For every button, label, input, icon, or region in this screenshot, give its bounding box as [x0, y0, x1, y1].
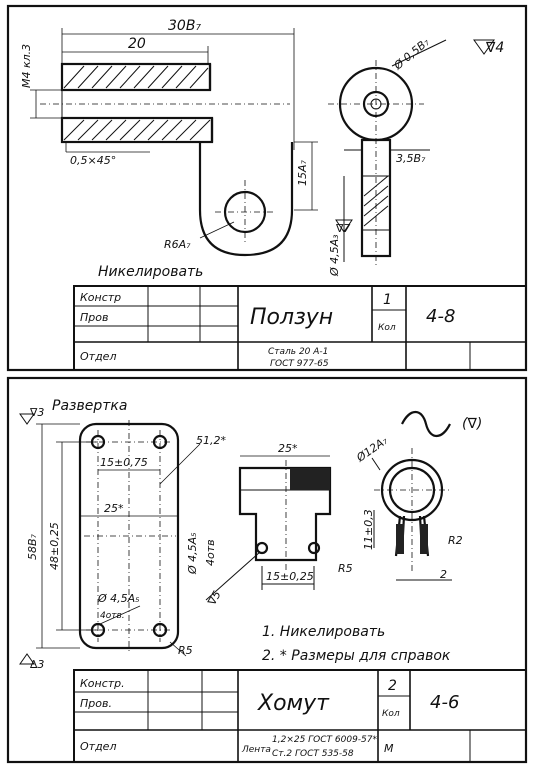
dim-height: 15А₇	[296, 159, 309, 186]
dim-holes-top: Ø 4,5А₅	[186, 532, 199, 575]
tb1-row-dept: Отдел	[80, 350, 116, 363]
sheet1-dimension-texts: 30В₇ 20 М4 кл.3 0,5×45° Ø 0,5В₇ 15А₇ R6А…	[20, 18, 504, 280]
dim-holes-top-count: 4отв	[204, 539, 217, 566]
tb1-row-constr: Констр	[80, 291, 121, 304]
dim-chamfer: 0,5×45°	[70, 154, 116, 167]
dim-ring-dia: Ø12А₇	[353, 434, 390, 465]
sheet1-dimension-lines	[30, 28, 318, 239]
slider-section-view	[40, 62, 294, 257]
roughness-symbol: (∇)	[462, 416, 482, 432]
dim-pin-dia: Ø 4,5А₃	[328, 234, 341, 277]
sheet1-note: Никелировать	[98, 264, 203, 280]
mark-bottom-icon	[19, 653, 35, 665]
dim-radius: R6А₇	[164, 238, 191, 251]
mark-side: ∇5	[205, 589, 224, 609]
tb1-quantity: 1	[383, 292, 392, 308]
roughness-tilde-icon	[401, 410, 451, 438]
roughness-general: ∇4	[485, 40, 504, 56]
dim-holes-bottom: Ø 4,5А₅	[97, 592, 140, 605]
tb2-quantity: 2	[388, 678, 397, 694]
dim-hole-spacing: 15±0,75	[100, 456, 148, 469]
sheet1-title-block	[73, 285, 527, 371]
tb1-material-1: Сталь 20 А-1	[268, 347, 328, 357]
dim-side-spacing: 15±0,25	[266, 570, 314, 583]
mark-bottom: ∆3	[29, 658, 44, 671]
flat-pattern-view	[78, 420, 180, 652]
sheet2-heading: Развертка	[52, 398, 127, 414]
dim-width: 25*	[104, 502, 124, 515]
dim-inner-height: 48±0,25	[48, 522, 61, 570]
tb1-material-2: ГОСТ 977-65	[270, 359, 329, 369]
slider-side-view	[328, 39, 495, 268]
tb2-part-name: Хомут	[257, 691, 330, 716]
tb2-row-check: Пров.	[80, 697, 112, 710]
dim-ring-radius: R2	[448, 534, 463, 547]
tb2-material-1: 1,2×25 ГОСТ 6009-57*	[272, 735, 378, 745]
tb1-drawing-number: 4-8	[426, 306, 455, 327]
sheet2-note-2: 2. * Размеры для справок	[262, 648, 451, 664]
tb2-extra: М	[384, 742, 394, 755]
sheet2-note-1: 1. Никелировать	[262, 624, 385, 640]
tb1-quantity-label: Кол	[378, 323, 396, 333]
clamp-side-view	[205, 460, 332, 601]
dim-inner-length: 20	[128, 36, 146, 52]
dim-corner-radius: R5	[178, 644, 193, 657]
dim-side-radius: R5	[338, 562, 353, 575]
finish-mark: ∇7	[335, 222, 350, 235]
mark-top: ∇3	[29, 406, 44, 419]
sheet2-title-block	[73, 669, 527, 763]
tb2-drawing-number: 4-6	[430, 692, 459, 713]
clamp-ring-view	[371, 448, 452, 581]
mark-top-icon	[19, 413, 35, 425]
dim-overall-length: 30В₇	[168, 18, 201, 34]
tb2-row-constr: Констр.	[80, 677, 125, 690]
dim-thickness: 3,5В₇	[396, 152, 426, 165]
dim-thread: М4 кл.3	[20, 44, 33, 88]
tb2-row-dept: Отдел	[80, 740, 116, 753]
dim-side-height: 11±0,3	[362, 509, 375, 550]
dim-gap: 2	[440, 568, 447, 581]
tb1-row-check: Пров	[80, 311, 108, 324]
dim-side-width: 25*	[278, 442, 298, 455]
tb1-part-name: Ползун	[250, 305, 333, 330]
sheet2-dimension-lines	[36, 423, 330, 657]
dim-diagonal: 51,2*	[196, 434, 226, 447]
tb2-quantity-label: Кол	[382, 709, 400, 719]
tb2-material-prefix: Лента	[241, 745, 271, 755]
dim-holes-bottom-count: 4отв.	[100, 611, 125, 621]
tb2-material-2: Ст.2 ГОСТ 535-58	[272, 749, 354, 759]
dim-hole-dia: Ø 0,5В₇	[391, 35, 432, 73]
dim-overall-height: 58В₇	[26, 533, 39, 560]
